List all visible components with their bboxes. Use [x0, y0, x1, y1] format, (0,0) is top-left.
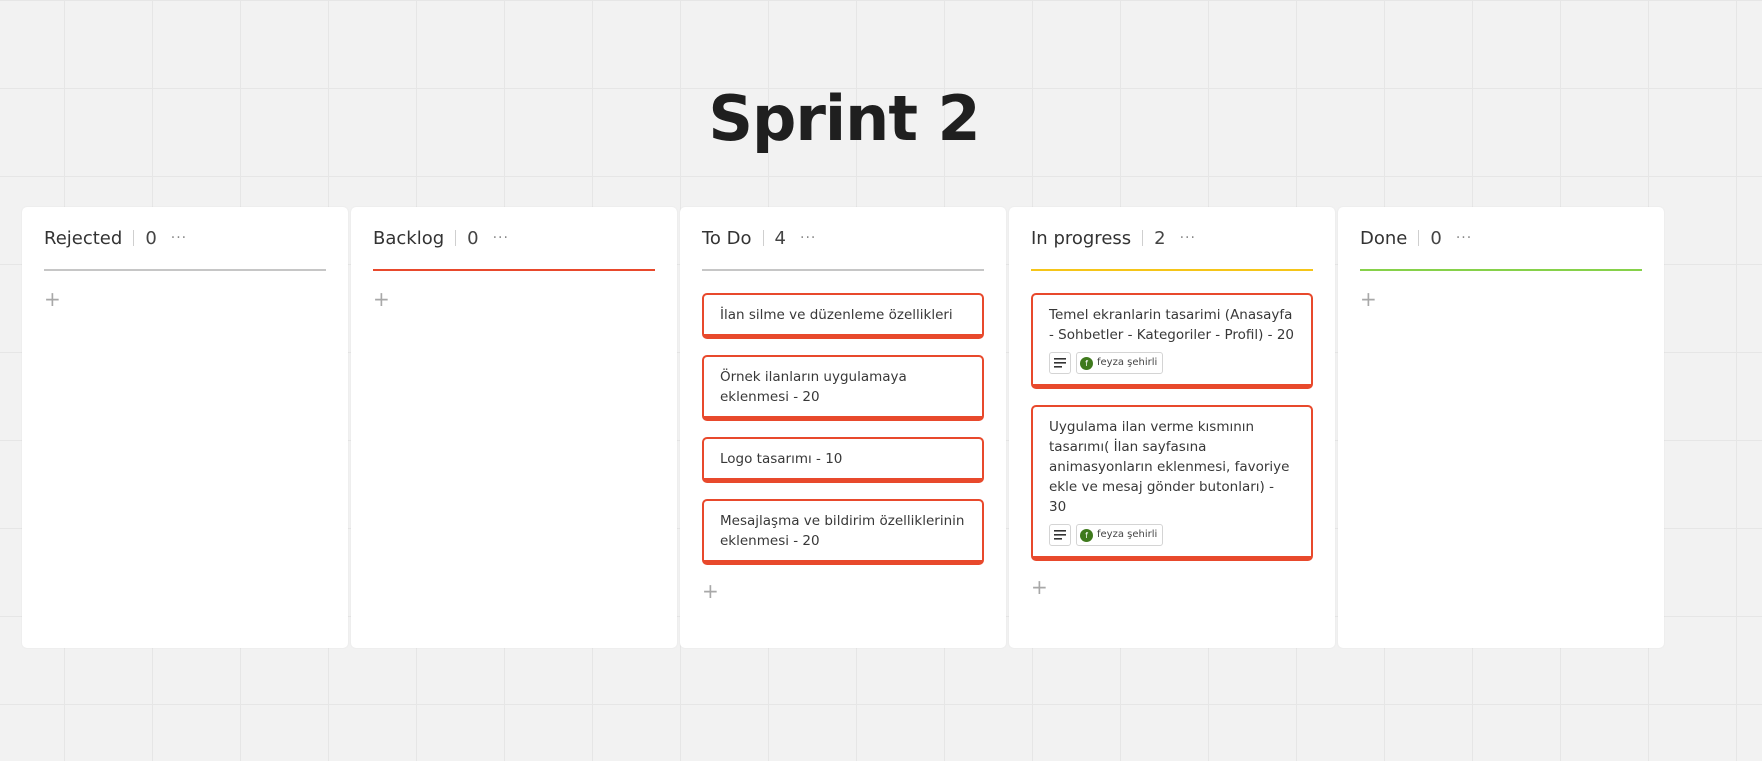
column-title[interactable]: Rejected: [44, 227, 123, 249]
card-meta: f feyza şehirli: [1049, 352, 1295, 374]
card-title: İlan silme ve düzenleme özellikleri: [720, 307, 953, 323]
add-card-button[interactable]: +: [44, 287, 61, 311]
avatar: f: [1080, 528, 1093, 542]
task-card[interactable]: Mesajlaşma ve bildirim özelliklerinin ek…: [702, 499, 984, 565]
column-header: Done 0 ···: [1360, 207, 1642, 269]
column-count: 0: [145, 227, 157, 249]
card-title: Uygulama ilan verme kısmının tasarımı( İ…: [1049, 419, 1290, 515]
add-card-button[interactable]: +: [373, 287, 390, 311]
assignee-chip[interactable]: f feyza şehirli: [1076, 524, 1164, 546]
column-divider: [1142, 230, 1144, 246]
column-count: 0: [467, 227, 479, 249]
column-count: 0: [1430, 227, 1442, 249]
column-color-line: [1360, 269, 1642, 271]
description-icon[interactable]: [1049, 524, 1071, 546]
card-meta: f feyza şehirli: [1049, 524, 1295, 546]
assignee-name: feyza şehirli: [1097, 357, 1158, 368]
column-rejected: Rejected 0 ··· +: [22, 207, 348, 648]
column-divider: [762, 230, 764, 246]
card-title: Örnek ilanların uygulamaya eklenmesi - 2…: [720, 369, 907, 405]
column-title[interactable]: Done: [1360, 227, 1408, 249]
column-color-line: [44, 269, 326, 271]
description-icon[interactable]: [1049, 352, 1071, 374]
assignee-name: feyza şehirli: [1097, 529, 1158, 540]
column-divider: [1418, 230, 1420, 246]
task-card[interactable]: Uygulama ilan verme kısmının tasarımı( İ…: [1031, 405, 1313, 561]
assignee-chip[interactable]: f feyza şehirli: [1076, 352, 1164, 374]
more-options-icon[interactable]: ···: [492, 230, 509, 246]
card-title: Mesajlaşma ve bildirim özelliklerinin ek…: [720, 513, 965, 549]
column-header: In progress 2 ···: [1031, 207, 1313, 269]
column-in-progress: In progress 2 ··· Temel ekranlarin tasar…: [1009, 207, 1335, 648]
column-count: 4: [774, 227, 786, 249]
column-divider: [133, 230, 135, 246]
column-title[interactable]: To Do: [702, 227, 752, 249]
column-divider: [455, 230, 457, 246]
more-options-icon[interactable]: ···: [1455, 230, 1473, 246]
task-card[interactable]: Logo tasarımı - 10: [702, 437, 984, 483]
task-card[interactable]: İlan silme ve düzenleme özellikleri: [702, 293, 984, 339]
column-count: 2: [1154, 227, 1166, 249]
column-header: To Do 4 ···: [702, 207, 984, 269]
add-card-button[interactable]: +: [1031, 575, 1048, 599]
more-options-icon[interactable]: ···: [170, 230, 188, 246]
column-header: Backlog 0 ···: [373, 207, 655, 269]
column-todo: To Do 4 ··· İlan silme ve düzenleme özel…: [680, 207, 1006, 648]
kanban-columns: Rejected 0 ··· + Backlog 0 ··· + To Do 4…: [22, 207, 1667, 648]
add-card-button[interactable]: +: [1360, 287, 1377, 311]
column-title[interactable]: In progress: [1031, 227, 1132, 249]
column-backlog: Backlog 0 ··· +: [351, 207, 677, 648]
more-options-icon[interactable]: ···: [1179, 230, 1196, 246]
avatar: f: [1080, 356, 1093, 370]
column-color-line: [1031, 269, 1313, 271]
more-options-icon[interactable]: ···: [800, 230, 817, 246]
task-card[interactable]: Temel ekranlarin tasarimi (Anasayfa - So…: [1031, 293, 1313, 389]
column-header: Rejected 0 ···: [44, 207, 326, 269]
column-color-line: [702, 269, 984, 271]
add-card-button[interactable]: +: [702, 579, 719, 603]
board-title: Sprint 2: [708, 82, 980, 155]
card-title: Temel ekranlarin tasarimi (Anasayfa - So…: [1049, 307, 1295, 343]
column-done: Done 0 ··· +: [1338, 207, 1664, 648]
card-title: Logo tasarımı - 10: [720, 451, 843, 467]
column-title[interactable]: Backlog: [373, 227, 445, 249]
column-color-line: [373, 269, 655, 271]
task-card[interactable]: Örnek ilanların uygulamaya eklenmesi - 2…: [702, 355, 984, 421]
